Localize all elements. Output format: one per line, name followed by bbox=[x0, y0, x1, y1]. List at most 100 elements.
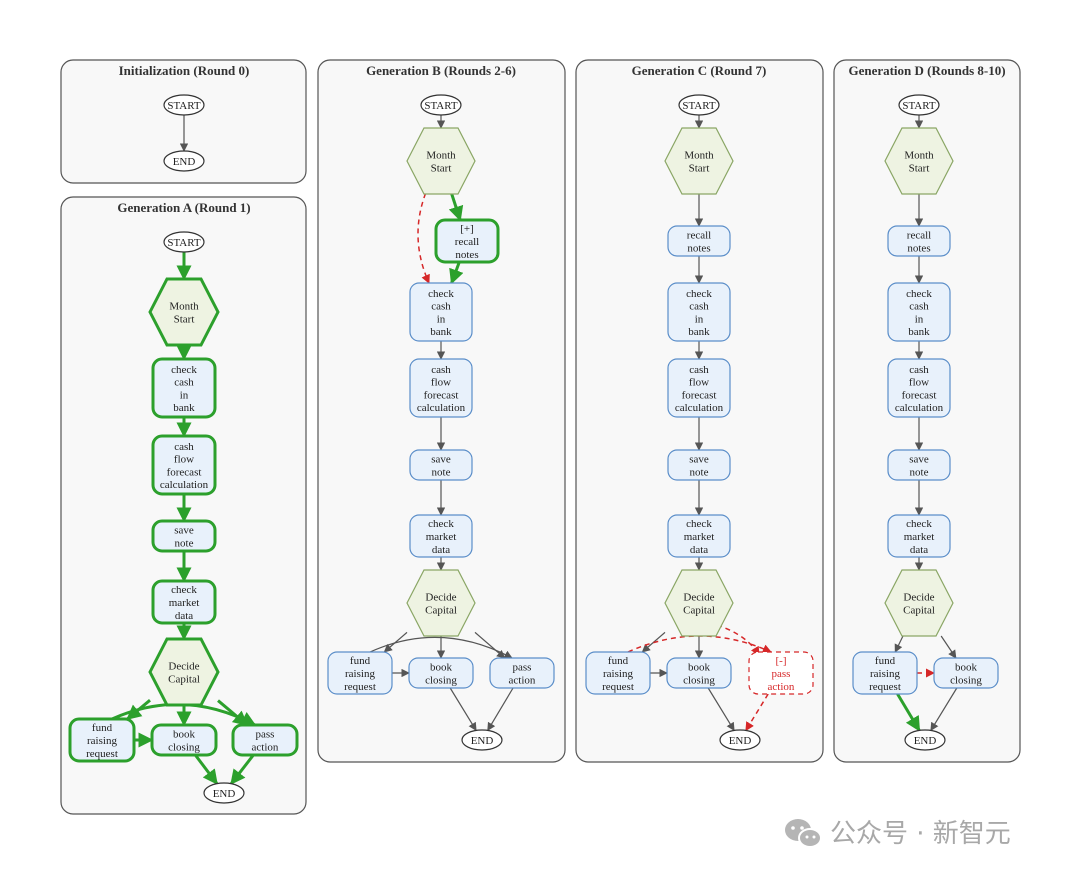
edge-month-to-cash bbox=[417, 184, 430, 284]
panel-title: Generation C (Round 7) bbox=[632, 63, 767, 78]
node-label: START bbox=[167, 237, 201, 249]
edge-book-to-end bbox=[707, 687, 735, 732]
node-start: START bbox=[163, 231, 205, 253]
terminal-shape bbox=[163, 94, 205, 116]
box-shape bbox=[667, 449, 731, 481]
edge-pass-to-end bbox=[487, 687, 514, 732]
box-shape bbox=[409, 514, 473, 558]
box-shape bbox=[151, 579, 217, 625]
terminal-shape bbox=[163, 231, 205, 253]
terminal-shape bbox=[420, 94, 462, 116]
node-start: START bbox=[420, 94, 462, 116]
node-label: END bbox=[914, 735, 937, 747]
hexagon-shape bbox=[664, 569, 734, 637]
box-shape bbox=[887, 358, 951, 418]
box-shape bbox=[887, 225, 951, 257]
box-shape bbox=[887, 514, 951, 558]
edge-decide-to-pass bbox=[716, 624, 760, 656]
node-label: START bbox=[682, 100, 716, 112]
hexagon-shape bbox=[884, 569, 954, 637]
edge-month-to-recall bbox=[448, 193, 464, 222]
edge-decide-to-fund bbox=[894, 635, 904, 653]
node-end: END bbox=[203, 782, 245, 804]
edge-fund-to-pass bbox=[369, 636, 513, 659]
node-label: START bbox=[902, 100, 936, 112]
node-label: END bbox=[471, 735, 494, 747]
box-shape bbox=[150, 723, 218, 757]
node-end: END bbox=[904, 729, 946, 751]
box-shape bbox=[667, 358, 731, 418]
edge-recall-to-cash bbox=[449, 261, 464, 285]
edge-decide-to-book bbox=[940, 635, 957, 659]
edge-book-to-end bbox=[194, 754, 219, 785]
node-end: END bbox=[461, 729, 503, 751]
node-label: END bbox=[173, 156, 196, 168]
hexagon-shape bbox=[148, 637, 220, 707]
node-start: START bbox=[163, 94, 205, 116]
box-shape bbox=[68, 717, 136, 763]
node-end: END bbox=[163, 150, 205, 172]
node-label: END bbox=[729, 735, 752, 747]
box-shape bbox=[667, 282, 731, 342]
box-shape bbox=[933, 657, 999, 689]
edges bbox=[894, 115, 958, 732]
box-shape bbox=[666, 657, 732, 689]
panel-title: Generation A (Round 1) bbox=[117, 200, 250, 215]
box-shape bbox=[151, 434, 217, 496]
terminal-shape bbox=[898, 94, 940, 116]
box-shape bbox=[489, 657, 555, 689]
edge-decide-to-pass bbox=[474, 631, 506, 659]
box-shape bbox=[327, 651, 393, 695]
nodes: START END bbox=[163, 94, 205, 172]
hexagon-shape bbox=[148, 277, 220, 347]
watermark-text: 公众号 · 新智元 bbox=[830, 819, 1011, 849]
node-start: START bbox=[898, 94, 940, 116]
